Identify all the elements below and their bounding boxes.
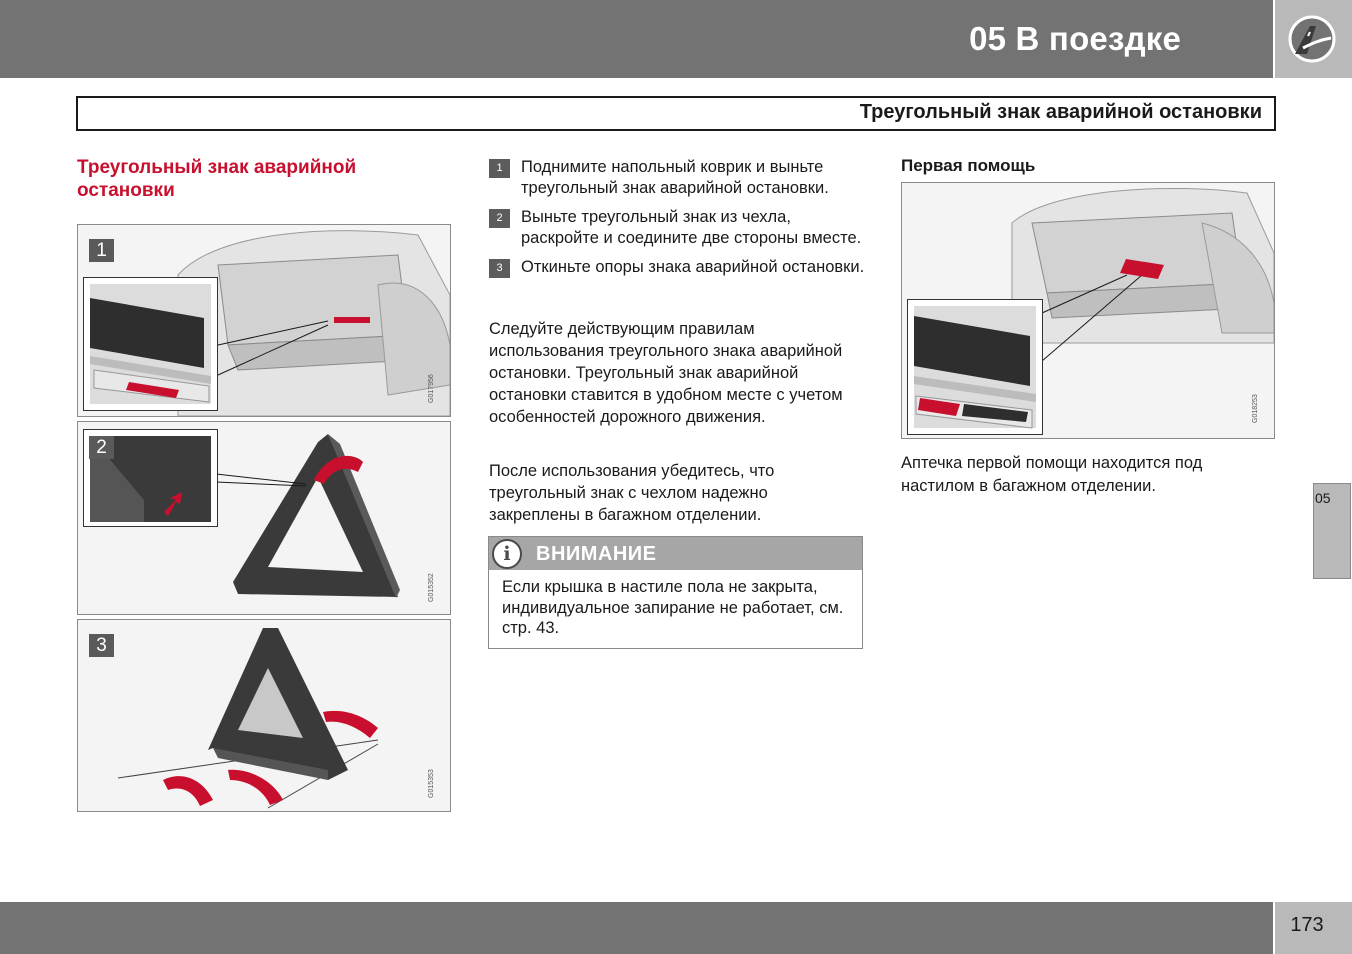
first-aid-trunk-illustration	[1011, 187, 1274, 362]
step-list: 1 Поднимите напольный коврик и выньте тр…	[489, 157, 869, 287]
page-number: 173	[1290, 914, 1324, 936]
step-number: 3	[489, 259, 510, 278]
usage-paragraph: Следуйте действующим правилам использова…	[489, 320, 843, 426]
note-text: Если крышка в настиле пола не закрыта, и…	[502, 578, 844, 637]
footer-bar	[0, 902, 1273, 954]
step-text: Откиньте опоры знака аварийной остановки…	[521, 258, 865, 276]
figure-number: 2	[89, 436, 114, 459]
step-item: 1 Поднимите напольный коврик и выньте тр…	[489, 157, 869, 198]
chapter-title: 05 В поездке	[969, 20, 1181, 57]
figure-code: G017956	[428, 374, 435, 403]
section-title: Треугольный знак аварийной остановки	[859, 101, 1262, 123]
triangle-deployed-illustration	[117, 628, 379, 809]
triangle-assembly-illustration	[215, 434, 400, 598]
storage-paragraph: После использования убедитесь, что треуг…	[489, 462, 775, 524]
figure-2: 2 G015352	[77, 421, 451, 615]
step-text: Выньте треугольный знак из чехла, раскро…	[521, 208, 862, 247]
first-aid-figure: G018253	[901, 182, 1275, 439]
figure-code: G018253	[1252, 394, 1259, 423]
step-number: 1	[489, 159, 510, 178]
figure-1: 1 G017956	[77, 224, 451, 417]
figure-code: G015353	[428, 769, 435, 798]
chapter-icon-box	[1275, 0, 1352, 78]
side-tab-label: 05	[1315, 490, 1331, 506]
first-aid-heading: Первая помощь	[901, 156, 1036, 175]
figure-1-inset	[83, 277, 218, 411]
note-header: i ВНИМАНИЕ	[489, 537, 862, 570]
step-item: 3 Откиньте опоры знака аварийной останов…	[489, 257, 869, 278]
road-icon	[1288, 15, 1336, 63]
chapter-header-bar: 05 В поездке	[0, 0, 1273, 78]
step-text: Поднимите напольный коврик и выньте треу…	[521, 158, 829, 197]
article-heading: Треугольный знак аварийной остановки	[77, 157, 357, 201]
figure-3: 3 G015353	[77, 619, 451, 812]
page-number-box: 173	[1275, 902, 1352, 954]
first-aid-inset	[907, 299, 1043, 435]
floor-compartment-illustration	[90, 284, 211, 404]
first-aid-text: Аптечка первой помощи находится под наст…	[901, 454, 1203, 495]
figure-number: 1	[89, 239, 114, 262]
info-icon: i	[492, 539, 522, 569]
figure-code: G015352	[428, 573, 435, 602]
car-trunk-illustration	[177, 230, 450, 416]
chapter-side-tab[interactable]: 05	[1313, 483, 1351, 579]
note-box: i ВНИМАНИЕ Если крышка в настиле пола не…	[488, 536, 863, 649]
step-number: 2	[489, 209, 510, 228]
section-title-bar: Треугольный знак аварийной остановки	[76, 96, 1276, 131]
first-aid-kit-illustration	[914, 306, 1036, 429]
figure-number: 3	[89, 634, 114, 657]
note-title: ВНИМАНИЕ	[536, 543, 657, 565]
step-item: 2 Выньте треугольный знак из чехла, раск…	[489, 207, 869, 248]
